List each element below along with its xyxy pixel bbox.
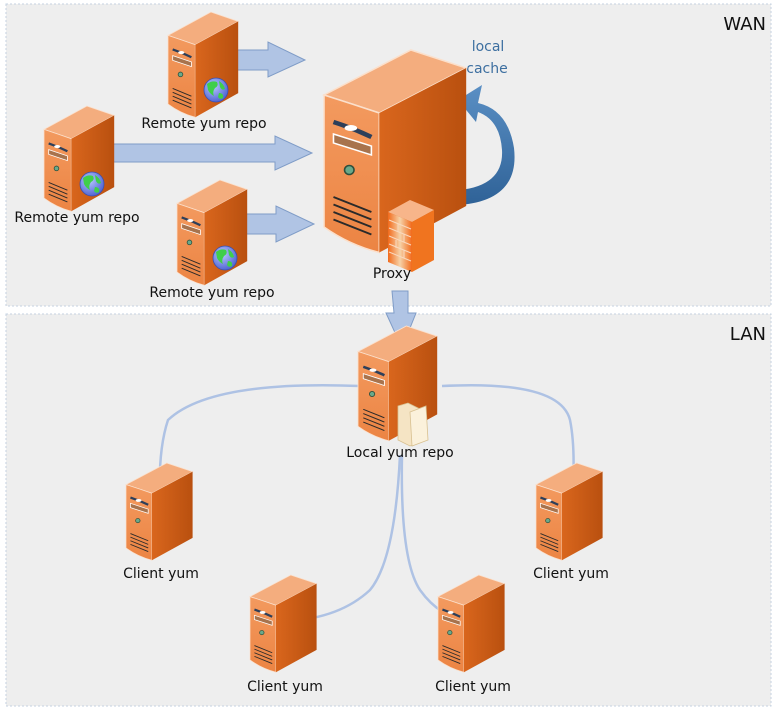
local-cache-label-line1: local [472,39,505,55]
local-repo-label: Local yum repo [346,445,454,461]
client-bottom-left: Client yum [247,573,323,695]
remote-repo-mid: Remote yum repo [14,104,140,226]
remote-repo-top-label: Remote yum repo [141,116,266,132]
client-bottom-right-label: Client yum [435,679,511,695]
client-right: Client yum [533,461,609,582]
folder-icon [397,402,429,447]
globe-icon [79,171,105,197]
local-cache-label-line2: cache [466,61,507,77]
remote-repo-bottom: Remote yum repo [149,178,275,301]
globe-icon [203,77,229,103]
proxy-label: Proxy [373,266,411,282]
remote-repo-mid-label: Remote yum repo [14,210,139,226]
remote-repo-top: Remote yum repo [141,10,267,132]
local-cache-arrow [458,85,515,205]
lan-zone-label: LAN [730,324,766,345]
firewall-icon [388,200,434,272]
link-local-to-client-bottom-left [284,454,402,626]
globe-icon [212,245,238,271]
client-bottom-left-label: Client yum [247,679,323,695]
arrow-remote-bottom-to-proxy [245,205,316,243]
client-right-label: Client yum [533,566,609,582]
link-local-to-client-left [154,383,361,504]
arrow-remote-top-to-proxy [235,41,307,78]
client-bottom-right: Client yum [435,573,511,695]
wan-zone-label: WAN [723,14,766,35]
local-repo-server: Local yum repo [346,324,454,461]
client-left-label: Client yum [123,566,199,582]
remote-repo-bottom-label: Remote yum repo [149,285,274,301]
client-left: Client yum [123,461,199,582]
proxy-server: Proxy [324,50,466,282]
arrow-remote-mid-to-proxy [111,135,314,171]
